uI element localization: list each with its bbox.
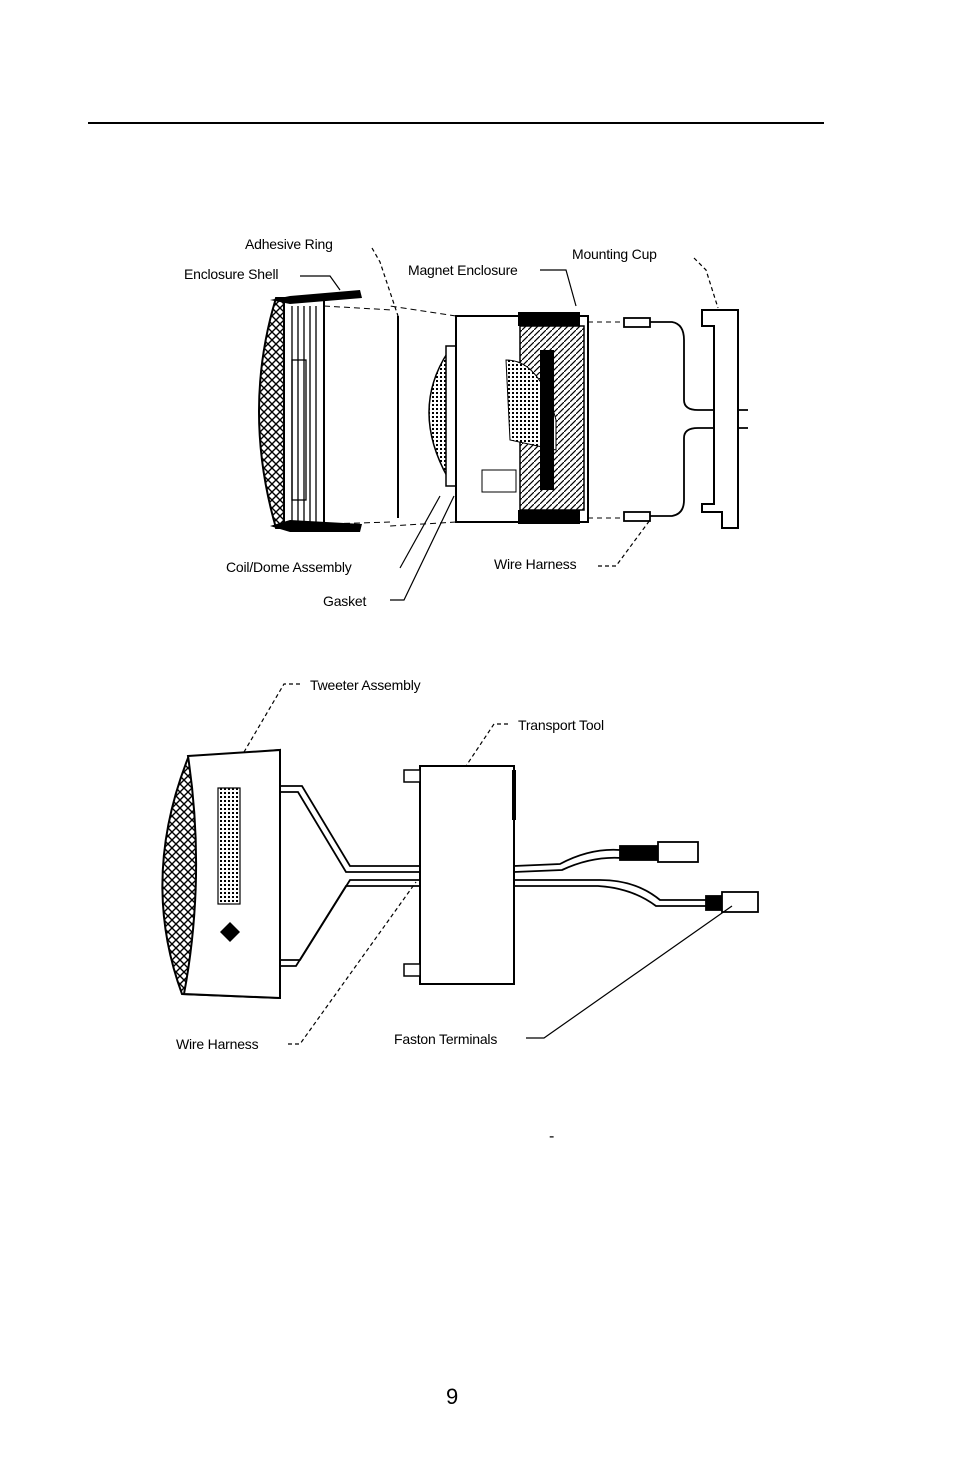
bottom-leader-lines <box>243 683 733 1045</box>
transport-tool-drawing <box>403 765 516 985</box>
wire-harness-top-drawing <box>623 317 748 522</box>
label-gasket: Gasket <box>323 593 367 609</box>
label-faston-terminals: Faston Terminals <box>394 1031 498 1047</box>
label-transport-tool: Transport Tool <box>518 717 604 733</box>
label-coil-dome-assembly: Coil/Dome Assembly <box>226 559 352 575</box>
header-rule <box>88 122 824 124</box>
label-magnet-enclosure: Magnet Enclosure <box>408 262 518 278</box>
label-mounting-cup: Mounting Cup <box>572 246 657 262</box>
label-adhesive-ring: Adhesive Ring <box>245 236 333 252</box>
label-tweeter-assembly: Tweeter Assembly <box>310 677 421 693</box>
label-wire-harness-top: Wire Harness <box>494 556 577 572</box>
tweeter-assembly-drawing <box>161 748 281 1000</box>
stray-dash: - <box>549 1128 555 1145</box>
mounting-cup-drawing <box>701 309 739 529</box>
page-number: 9 <box>446 1384 459 1409</box>
top-leader-lines <box>300 247 719 601</box>
wire-harness-bottom-drawing <box>280 785 759 967</box>
enclosure-shell-drawing <box>258 290 393 532</box>
label-wire-harness-bottom: Wire Harness <box>176 1036 259 1052</box>
label-enclosure-shell: Enclosure Shell <box>184 266 279 282</box>
magnet-enclosure-drawing <box>389 305 624 527</box>
